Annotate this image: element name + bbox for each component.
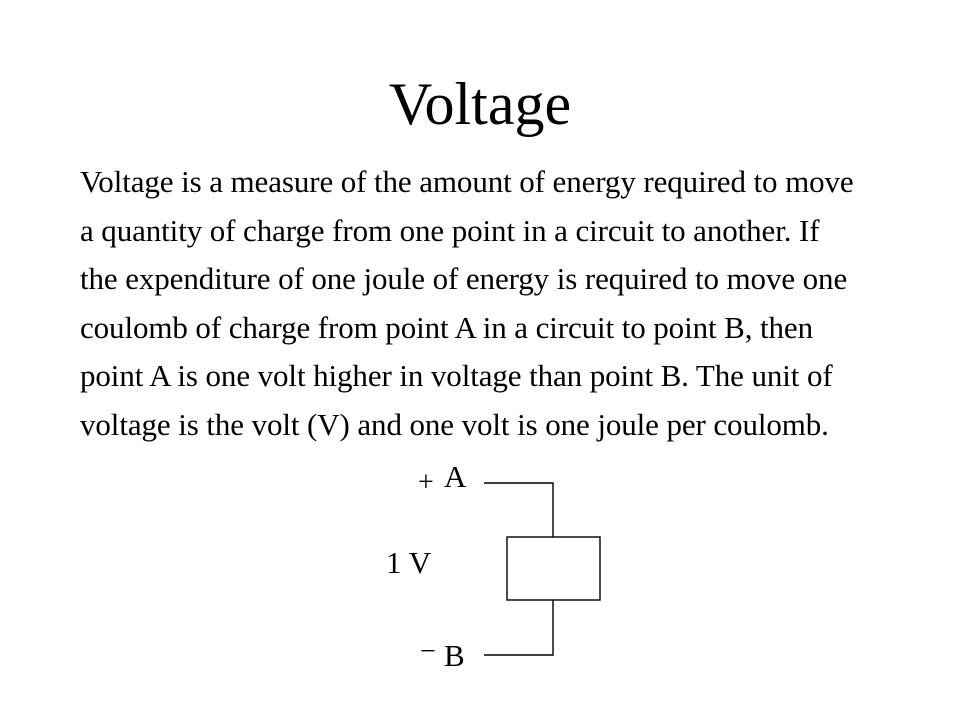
wire-bottom [484, 600, 554, 656]
body-line-5: point A is one volt higher in voltage th… [80, 358, 833, 393]
terminal-b-sign: − [420, 636, 436, 667]
body-line-2: a quantity of charge from one point in a… [80, 212, 820, 248]
component-box [506, 536, 601, 601]
terminal-a-label: A [444, 459, 467, 494]
body-line-4: coulomb of charge from point A in a circ… [80, 309, 813, 345]
body-paragraph: Voltage is a measure of the amount of en… [80, 158, 900, 449]
terminal-b-label: B [444, 638, 465, 673]
voltage-label: 1 V [386, 545, 432, 580]
terminal-a-sign: + [418, 467, 434, 498]
wire-top [484, 482, 554, 537]
body-line-1: Voltage is a measure of the amount of en… [80, 164, 854, 199]
slide-title: Voltage [388, 71, 572, 137]
body-line-3: the expenditure of one joule of energy i… [80, 261, 848, 296]
body-line-6: voltage is the volt (V) and one volt is … [80, 406, 829, 442]
